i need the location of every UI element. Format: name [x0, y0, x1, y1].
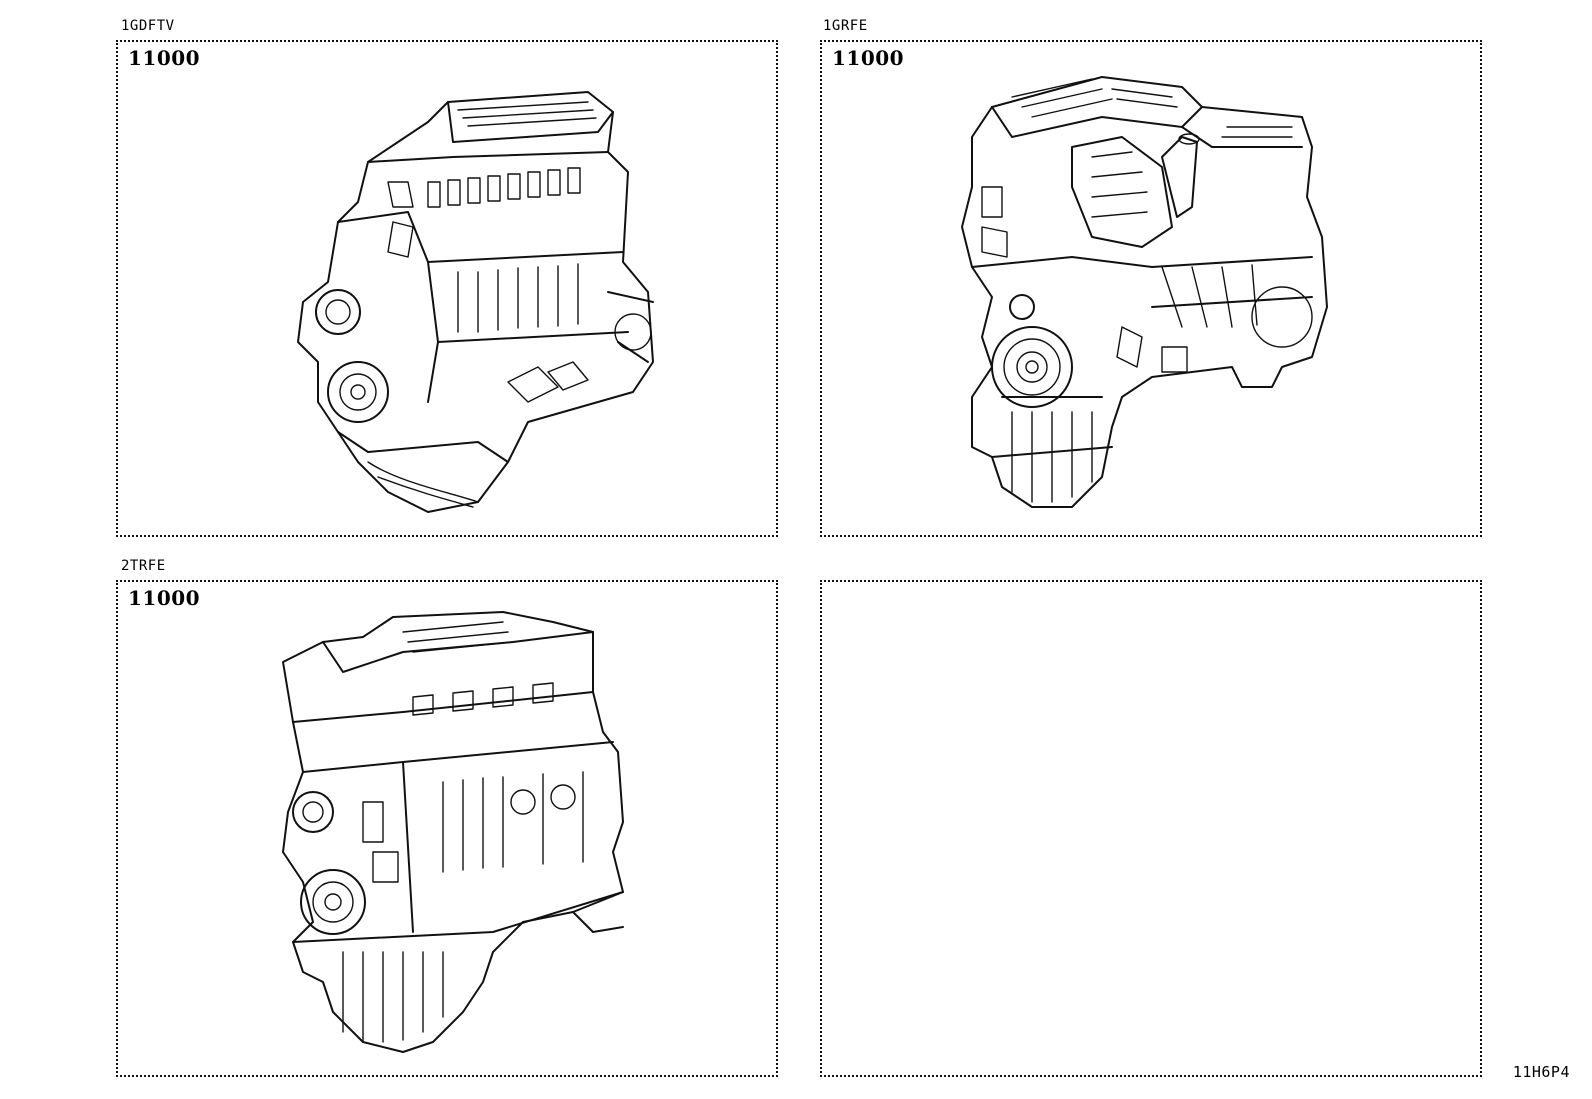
part-number-3[interactable]: 11000	[128, 586, 201, 610]
engine-illustration-1grfe	[952, 67, 1352, 527]
engine-code-label-2: 1GRFE	[823, 18, 868, 34]
engine-code-label-1: 1GDFTV	[121, 18, 175, 34]
engine-code-label-3: 2TRFE	[121, 558, 166, 574]
parts-panel-1[interactable]: 11000	[116, 40, 778, 537]
reference-code: 11H6P4	[1512, 1063, 1570, 1081]
parts-panel-4-empty	[820, 580, 1482, 1077]
engine-illustration-2trfe	[273, 602, 653, 1072]
parts-panel-2[interactable]: 11000	[820, 40, 1482, 537]
engine-illustration-1gdftv	[278, 62, 678, 532]
part-number-1[interactable]: 11000	[128, 46, 201, 70]
parts-panel-3[interactable]: 11000	[116, 580, 778, 1077]
part-number-2[interactable]: 11000	[832, 46, 905, 70]
